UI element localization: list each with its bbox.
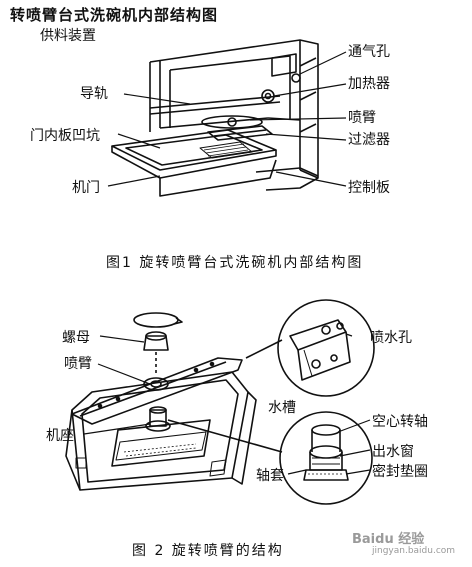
fig2-spray-arm xyxy=(71,357,243,425)
watermark-brand: Baidu 经验 xyxy=(352,532,425,547)
label-hollow-shaft: 空心转轴 xyxy=(372,414,428,430)
fig1-rail xyxy=(149,95,281,115)
label-fig1-spray-arm: 喷臂 xyxy=(348,110,376,126)
watermark-url: jingyan.baidu.com xyxy=(372,546,456,556)
label-outlet-window: 出水窗 xyxy=(372,444,414,460)
label-heater: 加热器 xyxy=(348,76,390,92)
fig2-caption: 图 2 旋转喷臂的结构 xyxy=(132,543,284,559)
fig1-top-title: 转喷臂台式洗碗机内部结构图 xyxy=(10,6,219,24)
label-water-channel: 水槽 xyxy=(268,400,296,416)
fig2-base xyxy=(65,371,257,491)
label-fig2-spray-arm: 喷臂 xyxy=(64,356,92,372)
fig2-callout-shaft xyxy=(167,411,373,505)
label-filter: 过滤器 xyxy=(348,132,390,148)
fig2-nut xyxy=(133,312,183,376)
fig1-door xyxy=(111,129,319,197)
label-spray-holes: 喷水孔 xyxy=(370,330,412,346)
fig1-cabinet xyxy=(149,39,319,191)
label-bushing: 轴套 xyxy=(256,468,284,484)
label-nut: 螺母 xyxy=(62,330,90,346)
label-door-recess: 门内板凹坑 xyxy=(30,128,100,144)
label-base: 机座 xyxy=(46,428,74,444)
label-rail: 导轨 xyxy=(80,86,108,102)
label-door: 机门 xyxy=(72,180,100,196)
label-vent: 通气孔 xyxy=(348,44,390,60)
fig1-leaders xyxy=(107,51,347,187)
fig1-caption: 图1 旋转喷臂台式洗碗机内部结构图 xyxy=(106,255,364,271)
fig2-shaft xyxy=(145,406,171,432)
fig2-callout-channel xyxy=(245,299,375,397)
fig2-leaders xyxy=(83,333,371,475)
label-control-panel: 控制板 xyxy=(348,180,390,196)
label-seal-ring: 密封垫圈 xyxy=(372,464,428,480)
label-feeder: 供料装置 xyxy=(40,28,96,44)
